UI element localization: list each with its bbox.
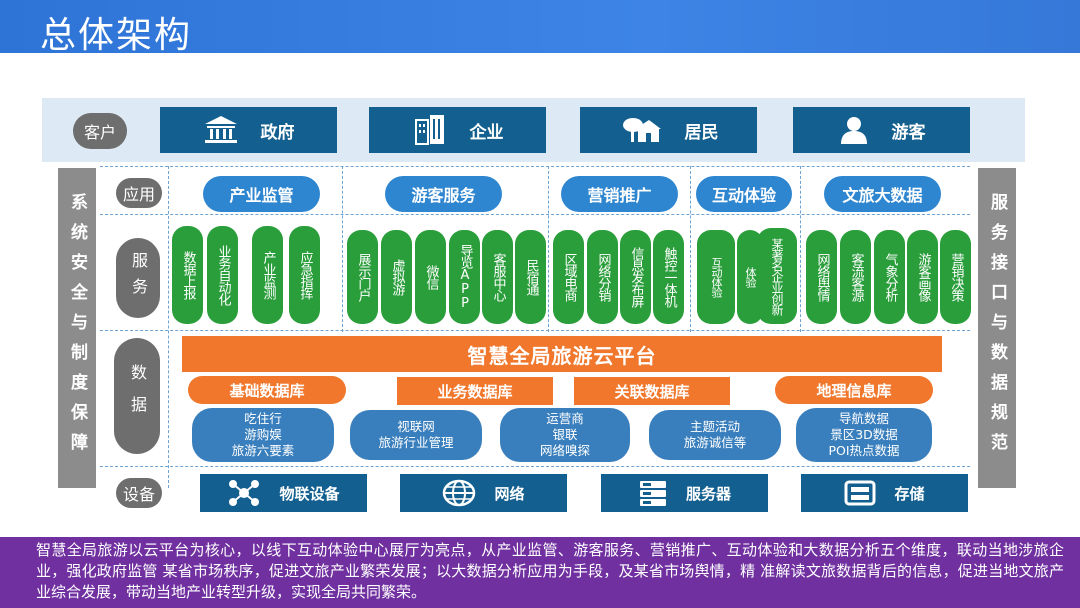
customer-label: 游客 [891, 122, 926, 143]
title-bar [0, 0, 1080, 53]
cloud-platform-bar: 智慧全局旅游云平台 [182, 336, 942, 372]
service-item: 产业监测 [252, 226, 283, 324]
layer-label-customer: 客户 [73, 113, 127, 149]
service-item: 游客画像 [907, 230, 938, 324]
data-source-item: 主题活动旅游诚信等 [649, 410, 781, 460]
app-industry-supervision: 产业监管 [203, 176, 320, 212]
customer-label: 企业 [469, 122, 504, 143]
house-icon [622, 118, 661, 142]
device-label: 存储 [894, 484, 925, 503]
device-label: 网络 [494, 484, 525, 503]
data-source-item: 视联网旅游行业管理 [350, 410, 482, 460]
service-item: 气象分析 [874, 230, 905, 324]
device-storage: 存储 [801, 474, 968, 512]
government-building-icon [204, 116, 237, 143]
service-item: 区域电商 [553, 230, 584, 324]
service-item: 民宿通 [515, 230, 546, 324]
service-item: 某著名企业创新 [757, 228, 797, 324]
service-item: 数据上报 [172, 226, 203, 324]
service-item: 应急指挥 [289, 226, 320, 324]
layer-label-service-text: 服务 [129, 252, 148, 304]
office-building-icon [414, 115, 444, 145]
service-item: 业务自动化 [207, 226, 238, 324]
customer-enterprise: 企业 [369, 107, 546, 153]
database-label: 业务数据库 [397, 377, 553, 405]
page-title: 总体架构 [40, 15, 193, 56]
data-source-item: 运营商银联网络嗅探 [500, 408, 630, 462]
service-item: 触控一体机 [653, 230, 684, 324]
app-tourism-big-data: 文旅大数据 [824, 176, 941, 212]
layer-label-data: 数据 [114, 338, 160, 454]
service-item: 网络舆情 [806, 230, 837, 324]
device-label: 物联设备 [279, 484, 340, 503]
service-item: 客服中心 [482, 230, 513, 324]
app-interactive-experience: 互动体验 [696, 176, 792, 212]
database-label: 基础数据库 [188, 376, 346, 404]
device-server: 服务器 [601, 474, 768, 512]
app-tourist-service: 游客服务 [385, 176, 502, 212]
layer-label-data-text: 数据 [128, 364, 147, 428]
database-label: 地理信息库 [775, 376, 933, 404]
service-item: 展示门户 [347, 230, 378, 324]
customer-label: 政府 [260, 122, 295, 143]
storage-drive-icon [844, 480, 876, 506]
service-item: 客流客源 [840, 230, 871, 324]
layer-label-application: 应用 [116, 178, 162, 208]
data-source-item: 吃住行游购娱旅游六要素 [192, 408, 334, 462]
layer-label-device: 设备 [116, 478, 162, 508]
device-network: 网络 [400, 474, 567, 512]
layer-label-service: 服务 [116, 238, 160, 318]
service-item: 虚拟游 [381, 230, 412, 324]
service-item: 营销决策 [940, 230, 971, 324]
service-item: 导览APP [449, 230, 480, 324]
customer-resident: 居民 [580, 107, 757, 153]
footer-description: 智慧全局旅游以云平台为核心，以线下互动体验中心展厅为亮点，从产业监管、游客服务、… [0, 537, 1080, 608]
service-item: 网络分销 [587, 230, 618, 324]
person-icon [840, 117, 867, 144]
customer-label: 居民 [684, 122, 719, 143]
customer-government: 政府 [160, 107, 337, 153]
database-label: 关联数据库 [574, 377, 730, 405]
device-iot: 物联设备 [200, 474, 367, 512]
customer-tourist: 游客 [793, 107, 970, 153]
service-item: 互动体验 [697, 230, 735, 324]
service-item: 信息发布屏 [620, 230, 651, 324]
left-side-label: 系统安全与制度保障 [67, 193, 87, 463]
server-icon [639, 481, 666, 506]
app-marketing: 营销推广 [561, 176, 678, 212]
device-label: 服务器 [685, 484, 731, 503]
iot-network-icon [229, 480, 260, 506]
left-side-bar: 系统安全与制度保障 [58, 168, 96, 488]
globe-icon [443, 479, 476, 507]
right-side-label: 服务接口与数据规范 [987, 193, 1007, 463]
service-item: 微信 [415, 230, 446, 324]
right-side-bar: 服务接口与数据规范 [978, 168, 1016, 488]
